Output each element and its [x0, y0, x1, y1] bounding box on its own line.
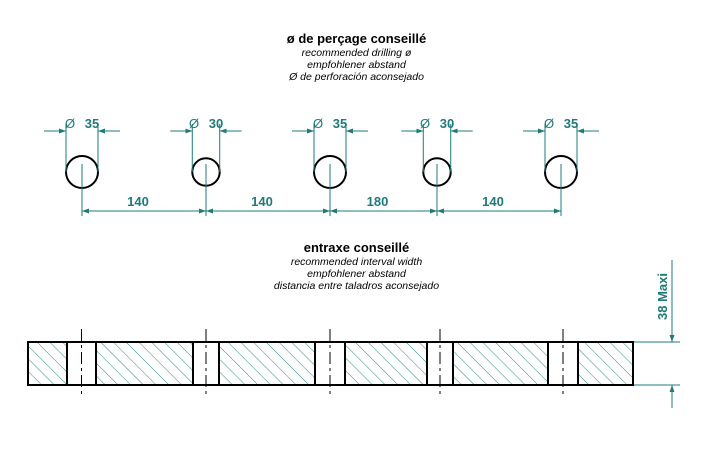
diameter-symbol: Ø — [544, 116, 554, 131]
drilling-title: ø de perçage conseillé — [286, 31, 427, 46]
spacing-1: 140 — [82, 194, 206, 214]
drilling-subtitle-es: Ø de perforación aconsejado — [289, 71, 424, 83]
section-hatch-4 — [345, 342, 427, 385]
spacing-value: 180 — [367, 194, 389, 209]
section-hatch-6 — [578, 342, 633, 385]
spacing-value: 140 — [251, 194, 273, 209]
spacing-4: 140 — [437, 194, 561, 214]
diameter-symbol: Ø — [313, 116, 323, 131]
profile-section — [27, 329, 634, 398]
hole-5: Ø 35 — [523, 116, 599, 216]
drilling-subtitle-en: recommended drilling ø — [301, 47, 412, 59]
hole-2: Ø 30 — [170, 116, 242, 216]
diameter-symbol: Ø — [189, 116, 199, 131]
spacing-value: 140 — [482, 194, 504, 209]
spacing-value: 140 — [127, 194, 149, 209]
max-height-dimension: 38 Maxi — [634, 260, 680, 408]
interval-subtitle-es: distancia entre taladros aconsejado — [273, 280, 440, 292]
spacing-dimensions: 140 140 180 140 — [82, 194, 561, 214]
hole-1: Ø 35 — [44, 116, 120, 216]
diameter-value: 30 — [209, 116, 223, 131]
interval-title: entraxe conseillé — [303, 240, 410, 255]
holes-layer: Ø 35 Ø 30 Ø 35 Ø 30 Ø 35 — [44, 116, 599, 216]
diameter-symbol: Ø — [65, 116, 75, 131]
drilling-subtitle-de: empfohlener abstand — [307, 59, 406, 71]
diameter-value: 35 — [85, 116, 99, 131]
diameter-value: 35 — [333, 116, 347, 131]
interval-subtitle-en: recommended interval width — [290, 256, 423, 268]
drilling-title-block: ø de perçage conseillé recommended drill… — [0, 31, 713, 83]
section-hatch-2 — [96, 342, 193, 385]
diameter-symbol: Ø — [420, 116, 430, 131]
hole-4: Ø 30 — [401, 116, 473, 216]
interval-title-block: entraxe conseillé recommended interval w… — [0, 240, 713, 292]
section-hatch-5 — [453, 342, 548, 385]
section-hatch-1 — [28, 342, 67, 385]
max-height-label: 38 Maxi — [655, 273, 670, 320]
diameter-value: 35 — [564, 116, 578, 131]
hole-3: Ø 35 — [292, 116, 368, 216]
interval-subtitle-de: empfohlener abstand — [307, 268, 406, 280]
section-hatch-3 — [219, 342, 315, 385]
diameter-value: 30 — [440, 116, 454, 131]
spacing-3: 180 — [330, 194, 437, 214]
spacing-2: 140 — [206, 194, 330, 214]
